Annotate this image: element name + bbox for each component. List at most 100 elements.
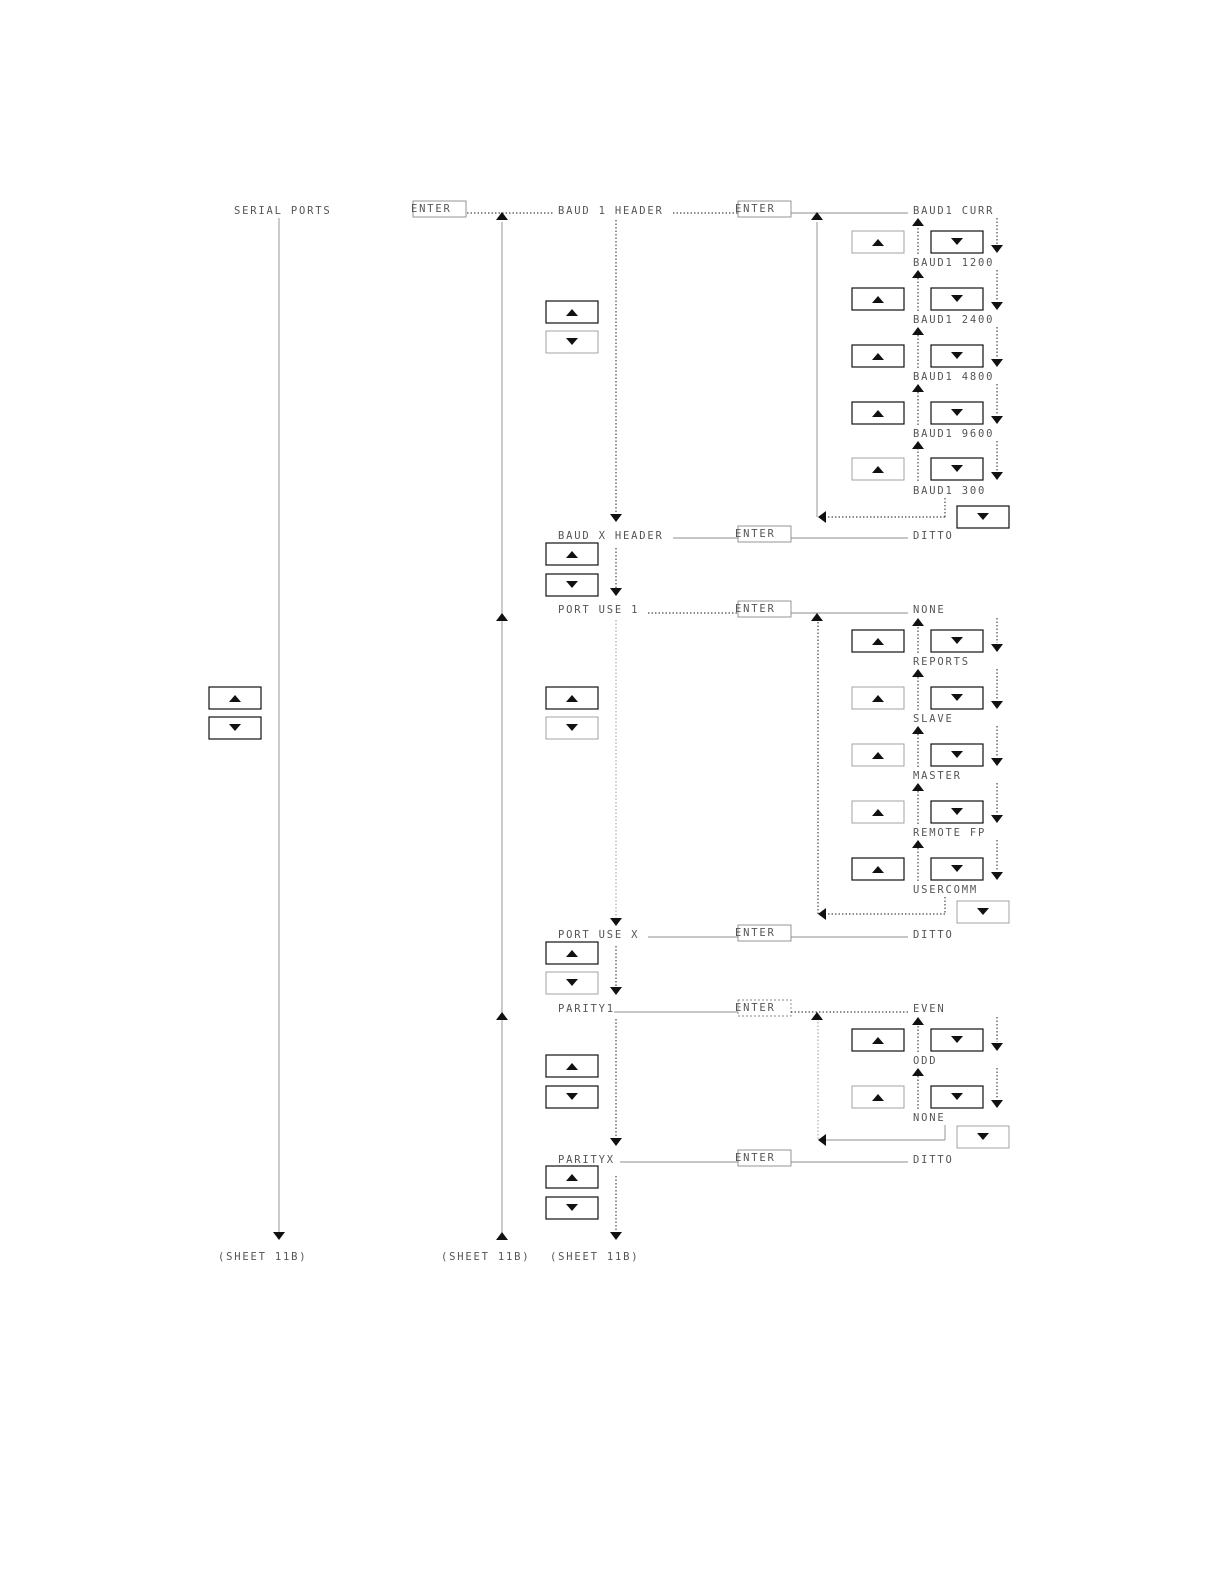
portuse1-step5-down-arrowhead [991, 872, 1003, 880]
baud1-wrap-down-key[interactable] [957, 506, 1009, 528]
baud1-step2-down-key[interactable] [931, 288, 983, 310]
parityx-header-down-key[interactable] [546, 1197, 598, 1219]
baud1-step1-up-key[interactable] [852, 231, 904, 253]
baud1-step5-up-arrowhead [912, 441, 924, 449]
portuse1-step1-up-key[interactable] [852, 630, 904, 652]
portuse1-option-slave: SLAVE [913, 713, 954, 725]
column2-up-arrowhead-3 [496, 1012, 508, 1020]
baud1-wrap-arrowhead [818, 511, 826, 523]
parity1-step1-down-key[interactable] [931, 1029, 983, 1051]
parity1-header-up-key[interactable] [546, 1055, 598, 1077]
column2-sheet-ref: (SHEET 11B) [441, 1251, 530, 1263]
baud1-step4-up-key[interactable] [852, 402, 904, 424]
portusex-header-down-key[interactable] [546, 972, 598, 994]
baud1-to-baudx-arrowhead [610, 514, 622, 522]
baudx-enter-label: ENTER [735, 528, 776, 540]
portuse1-step1-down-arrowhead [991, 644, 1003, 652]
portuse1-step4-up-arrowhead [912, 783, 924, 791]
portuse1-step5-up-arrowhead [912, 840, 924, 848]
baud1-header: BAUD 1 HEADER [558, 205, 664, 217]
portuse1-enter-label: ENTER [735, 603, 776, 615]
portuse1-option-remote-fp: REMOTE FP [913, 827, 986, 839]
portusex-to-parity1-arrowhead [610, 987, 622, 995]
baud1-step1-down-arrowhead [991, 245, 1003, 253]
parity1-step1-down-arrowhead [991, 1043, 1003, 1051]
column2-up-arrowhead-4 [496, 1232, 508, 1240]
baudx-header-down-key[interactable] [546, 574, 598, 596]
baudx-header: BAUD X HEADER [558, 530, 664, 542]
baud1-step3-down-arrowhead [991, 359, 1003, 367]
baud1-header-down-key[interactable] [546, 331, 598, 353]
column3-sheet-ref: (SHEET 11B) [550, 1251, 639, 1263]
portuse1-option-master: MASTER [913, 770, 962, 782]
portuse1-step3-up-arrowhead [912, 726, 924, 734]
portuse1-wrap-down-key[interactable] [957, 901, 1009, 923]
parity1-step1-up-arrowhead [912, 1017, 924, 1025]
serial-ports-down-key[interactable] [209, 717, 261, 739]
portuse1-step4-down-key[interactable] [931, 801, 983, 823]
portuse1-step2-up-key[interactable] [852, 687, 904, 709]
portuse1-option-reports: REPORTS [913, 656, 970, 668]
baud1-step4-down-key[interactable] [931, 402, 983, 424]
baud1-step1-down-key[interactable] [931, 231, 983, 253]
baud1-step3-up-arrowhead [912, 327, 924, 335]
portuse1-step5-down-key[interactable] [931, 858, 983, 880]
portuse1-step2-down-key[interactable] [931, 687, 983, 709]
column2-up-arrowhead-2 [496, 613, 508, 621]
parityx-header-up-key[interactable] [546, 1166, 598, 1188]
parity1-step1-up-key[interactable] [852, 1029, 904, 1051]
baud1-option-9600: BAUD1 9600 [913, 428, 994, 440]
parityx-header: PARITYX [558, 1154, 615, 1166]
portuse1-step3-down-key[interactable] [931, 744, 983, 766]
serial-ports-title: SERIAL PORTS [234, 205, 331, 217]
portusex-enter-label: ENTER [735, 927, 776, 939]
portuse1-step1-down-key[interactable] [931, 630, 983, 652]
parity1-options-return-arrowhead [811, 1012, 823, 1020]
baud1-step2-up-arrowhead [912, 270, 924, 278]
parityx-ditto: DITTO [913, 1154, 954, 1166]
baud1-step5-up-key[interactable] [852, 458, 904, 480]
parity1-wrap-down-key[interactable] [957, 1126, 1009, 1148]
portuse1-header-down-key[interactable] [546, 717, 598, 739]
baud1-step5-down-arrowhead [991, 472, 1003, 480]
portuse1-step5-up-key[interactable] [852, 858, 904, 880]
parity1-header-down-key[interactable] [546, 1086, 598, 1108]
serial-ports-enter-label: ENTER [411, 203, 452, 215]
portusex-header: PORT USE X [558, 929, 639, 941]
baud1-step2-down-arrowhead [991, 302, 1003, 310]
baud1-step5-down-key[interactable] [931, 458, 983, 480]
baud1-option-2400: BAUD1 2400 [913, 314, 994, 326]
parity1-step2-up-key[interactable] [852, 1086, 904, 1108]
parity1-option-odd: ODD [913, 1055, 937, 1067]
baudx-to-portuse1-arrowhead [610, 588, 622, 596]
parity1-header: PARITY1 [558, 1003, 615, 1015]
baud1-header-up-key[interactable] [546, 301, 598, 323]
portusex-ditto: DITTO [913, 929, 954, 941]
portuse1-to-portusex-arrowhead [610, 918, 622, 926]
portuse1-header-up-key[interactable] [546, 687, 598, 709]
portuse1-step4-down-arrowhead [991, 815, 1003, 823]
portuse1-step1-up-arrowhead [912, 618, 924, 626]
baud1-option-1200: BAUD1 1200 [913, 257, 994, 269]
baud1-option-4800: BAUD1 4800 [913, 371, 994, 383]
portusex-header-up-key[interactable] [546, 942, 598, 964]
baud1-option-300: BAUD1 300 [913, 485, 986, 497]
portuse1-step2-down-arrowhead [991, 701, 1003, 709]
parity1-to-parityx-arrowhead [610, 1138, 622, 1146]
serial-ports-down-arrowhead [273, 1232, 285, 1240]
parityx-enter-label: ENTER [735, 1152, 776, 1164]
portuse1-step2-up-arrowhead [912, 669, 924, 677]
baud1-step2-up-key[interactable] [852, 288, 904, 310]
portuse1-step3-up-key[interactable] [852, 744, 904, 766]
portuse1-options-return-arrowhead [811, 613, 823, 621]
serial-ports-up-key[interactable] [209, 687, 261, 709]
baud1-step4-down-arrowhead [991, 416, 1003, 424]
baud1-step3-down-key[interactable] [931, 345, 983, 367]
baudx-header-up-key[interactable] [546, 543, 598, 565]
parity1-step2-up-arrowhead [912, 1068, 924, 1076]
baud1-step1-up-arrowhead [912, 218, 924, 226]
portuse1-step4-up-key[interactable] [852, 801, 904, 823]
parity1-step2-down-key[interactable] [931, 1086, 983, 1108]
baud1-step3-up-key[interactable] [852, 345, 904, 367]
